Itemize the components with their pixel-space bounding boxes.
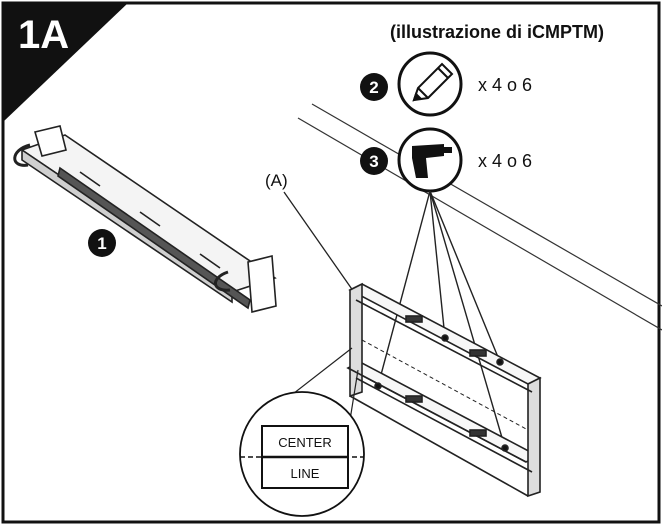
illustration-caption: (illustrazione di iCMPTM) bbox=[390, 22, 604, 42]
item-2-number: 2 bbox=[369, 78, 378, 97]
callout-leader bbox=[283, 191, 357, 296]
step-label: 1A bbox=[18, 13, 69, 57]
item-3-quantity: x 4 o 6 bbox=[478, 151, 532, 171]
pencil-icon bbox=[412, 62, 454, 102]
item-1-marker bbox=[88, 229, 116, 257]
detail-top-label: CENTER bbox=[278, 435, 331, 450]
wall-edge bbox=[297, 103, 662, 331]
wall-rail-illustration bbox=[13, 125, 277, 314]
drill-icon-ring bbox=[397, 127, 463, 193]
detail-bottom-label: LINE bbox=[291, 466, 320, 481]
item-3-marker bbox=[360, 147, 388, 175]
callout-label: (A) bbox=[265, 171, 288, 190]
drill-point-leaders bbox=[377, 190, 506, 449]
item-2-quantity: x 4 o 6 bbox=[478, 75, 532, 95]
item-2-marker bbox=[360, 73, 388, 101]
step-badge bbox=[3, 3, 128, 122]
wall-plate-illustration bbox=[346, 282, 542, 498]
item-1-number: 1 bbox=[97, 234, 106, 253]
drill-icon bbox=[412, 144, 452, 178]
item-3-number: 3 bbox=[369, 152, 378, 171]
